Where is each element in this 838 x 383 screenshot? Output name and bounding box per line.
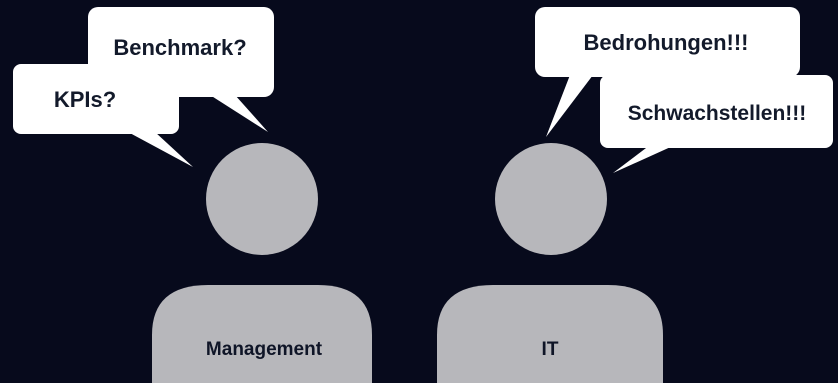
speech-bubble-body xyxy=(13,64,179,134)
speech-bubble-schwachstellen: Schwachstellen!!! xyxy=(600,75,833,173)
management-person: Management xyxy=(152,143,372,383)
speech-text: Bedrohungen!!! xyxy=(584,30,749,55)
management-label: Management xyxy=(206,339,323,360)
speech-bubble-tail xyxy=(613,145,675,173)
speech-text: Schwachstellen!!! xyxy=(628,102,807,125)
it-label: IT xyxy=(542,339,559,360)
speech-bubble-body xyxy=(600,75,833,148)
speech-bubble-tail xyxy=(210,95,268,132)
it-head xyxy=(495,143,607,255)
speech-bubble-body xyxy=(535,7,800,77)
speech-text: KPIs? xyxy=(54,87,116,112)
management-head xyxy=(206,143,318,255)
speech-text: Benchmark? xyxy=(113,35,246,60)
it-person: IT xyxy=(437,143,663,383)
speech-bubble-tail xyxy=(128,132,193,167)
it-body xyxy=(437,285,663,383)
speech-bubble-kpis: KPIs? xyxy=(13,64,193,167)
management-body xyxy=(152,285,372,383)
speech-bubble-tail xyxy=(546,75,593,137)
speech-bubble-bedrohungen: Bedrohungen!!! xyxy=(535,7,800,137)
